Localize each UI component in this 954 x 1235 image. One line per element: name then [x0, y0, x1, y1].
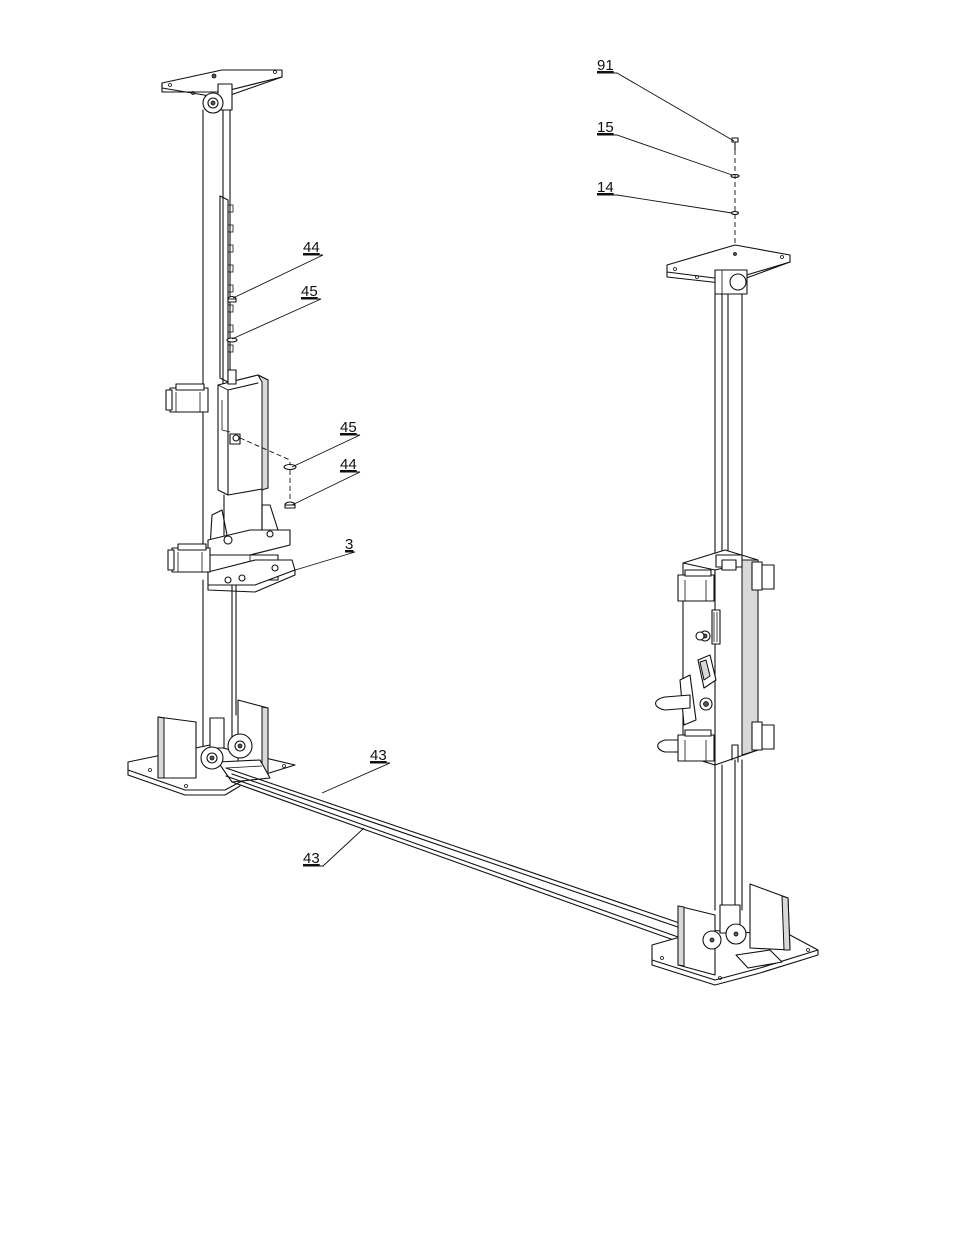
callout-43-upper: 43 [370, 747, 387, 764]
callout-44-lower: 44 [340, 456, 357, 473]
right-column-assembly [652, 138, 818, 985]
callout-14: 14 [597, 179, 614, 196]
callout-44-upper: 44 [303, 239, 320, 256]
callout-45-upper: 45 [301, 283, 318, 300]
right-top-pulley [715, 270, 747, 294]
cross-cables-43 [226, 768, 704, 948]
left-carriage [166, 370, 268, 495]
right-carriage [656, 550, 774, 765]
callout-3: 3 [345, 536, 353, 553]
left-lower-carriage [168, 490, 295, 592]
right-bolt-91 [732, 138, 738, 150]
left-ratchet-bar [220, 196, 233, 382]
callout-45-lower: 45 [340, 419, 357, 436]
callout-91: 91 [597, 57, 614, 74]
callout-labels: 91 15 14 44 45 45 44 3 43 43 [301, 57, 614, 867]
callout-43-lower: 43 [303, 850, 320, 867]
left-column-assembly [128, 70, 296, 795]
callout-15: 15 [597, 119, 614, 136]
